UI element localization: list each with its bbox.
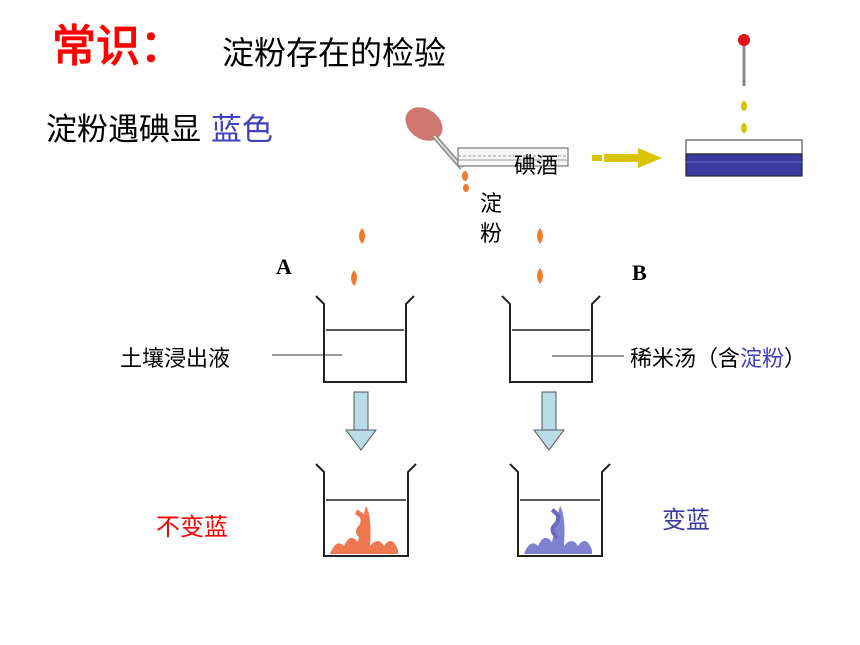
flame-icon bbox=[351, 228, 543, 286]
rice-soup-highlight: 淀粉 bbox=[740, 347, 785, 372]
starch-label-char-2: 粉 bbox=[480, 222, 503, 247]
fact-prefix: 淀粉遇碘显 bbox=[46, 112, 211, 148]
blue-dish-icon bbox=[685, 139, 803, 177]
beaker-b-result-icon bbox=[509, 463, 611, 557]
rice-soup-label: 稀米汤（含淀粉） bbox=[630, 341, 806, 373]
rice-soup-prefix: 稀米汤（含 bbox=[630, 347, 741, 372]
beaker-b-icon bbox=[501, 295, 601, 383]
red-dropper-icon bbox=[738, 34, 750, 133]
starch-label: 淀 粉 bbox=[480, 190, 504, 250]
petri-dish-icon bbox=[457, 147, 569, 167]
rice-soup-suffix: ） bbox=[784, 347, 807, 372]
beaker-a-result-icon bbox=[315, 463, 417, 557]
iodine-label: 碘酒 bbox=[514, 154, 559, 179]
slide-subtitle: 淀粉存在的检验 bbox=[222, 34, 447, 72]
dropper-icon bbox=[405, 107, 469, 192]
starch-label-char-1: 淀 bbox=[480, 192, 503, 217]
down-arrow-icon bbox=[345, 391, 565, 451]
fact-line: 淀粉遇碘显 蓝色 bbox=[46, 104, 273, 149]
beaker-b-label: B bbox=[632, 260, 647, 285]
yellow-arrow-icon bbox=[592, 148, 662, 168]
beaker-a-icon bbox=[315, 295, 415, 383]
beaker-a-label: A bbox=[276, 254, 292, 279]
fact-highlight-blue: 蓝色 bbox=[210, 112, 273, 148]
result-a-label: 不变蓝 bbox=[156, 513, 228, 541]
result-b-label: 变蓝 bbox=[662, 506, 710, 534]
soil-extract-label: 土壤浸出液 bbox=[120, 347, 231, 372]
slide-title: 常识： bbox=[52, 21, 184, 72]
